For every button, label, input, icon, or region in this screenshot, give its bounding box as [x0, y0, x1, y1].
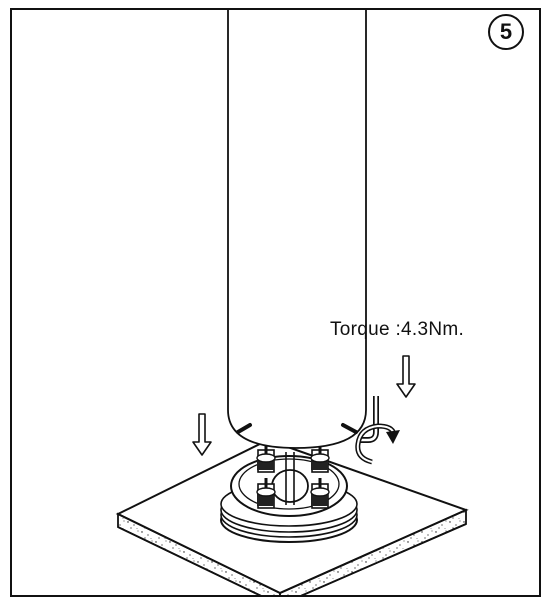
- down-arrow-icon: [396, 355, 416, 398]
- bolt-back-left: [256, 444, 276, 473]
- down-arrow-icon: [192, 413, 212, 456]
- hex-key-icon: [360, 396, 379, 443]
- anchor-bolts: [256, 444, 330, 509]
- torque-annotation: Torque :4.3Nm.: [330, 319, 465, 340]
- bolt-front-right: [310, 478, 330, 509]
- bolt-back-right: [310, 444, 330, 473]
- bolt-front-left: [256, 478, 276, 509]
- rotation-arrow-icon: [355, 423, 400, 465]
- base-flange: [220, 455, 358, 543]
- step-number-badge: 5: [488, 14, 524, 50]
- center-rods: [285, 452, 295, 505]
- pole: [227, 10, 367, 449]
